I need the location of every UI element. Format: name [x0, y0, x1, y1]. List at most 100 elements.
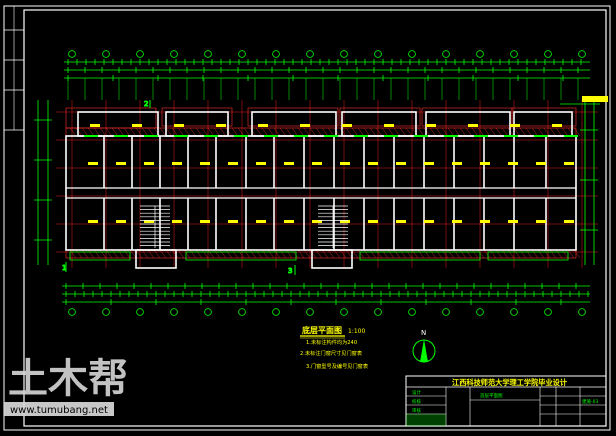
room-label-mark	[256, 220, 266, 223]
hatch-line	[387, 127, 395, 137]
balcony	[487, 251, 569, 261]
hatch-line	[495, 127, 503, 137]
hatch-line	[225, 127, 233, 137]
hatch-line	[525, 127, 533, 137]
hatch-line	[339, 127, 347, 137]
hatch-line	[333, 127, 341, 137]
axis-bubble	[238, 308, 246, 316]
axis-bubble	[476, 308, 484, 316]
hatch-line	[549, 127, 557, 137]
note-line-3: 3.门窗型号及编号见门窗表	[306, 362, 369, 370]
hatch-line	[105, 249, 113, 259]
axis-bubble	[544, 50, 552, 58]
room-label-mark	[480, 220, 490, 223]
hatch-line	[183, 127, 191, 137]
hatch-line	[87, 249, 95, 259]
exterior-wall	[65, 135, 577, 251]
hatch-line	[555, 249, 563, 259]
hatch-line	[231, 127, 239, 137]
room-label-mark	[312, 220, 322, 223]
room-label-mark	[300, 124, 310, 127]
room-label-mark	[340, 162, 350, 165]
hatch-line	[69, 127, 77, 137]
hatch-line	[447, 249, 455, 259]
axis-bubble	[476, 50, 484, 58]
room-label-mark	[200, 162, 210, 165]
room-label-mark	[174, 124, 184, 127]
room-label-mark	[536, 220, 546, 223]
hatch-line	[399, 127, 407, 137]
room-label-mark	[468, 124, 478, 127]
hatch-line	[249, 127, 257, 137]
hatch-line	[393, 249, 401, 259]
floor-plan	[56, 100, 598, 269]
hatch-line	[195, 127, 203, 137]
hatch-line	[513, 127, 521, 137]
hatch-line	[201, 127, 209, 137]
hatch-line	[261, 127, 269, 137]
hatch-line	[477, 127, 485, 137]
axis-bubble	[68, 50, 76, 58]
hatch-line	[429, 127, 437, 137]
room-label-mark	[510, 124, 520, 127]
axis-bubbles	[68, 50, 586, 316]
title-block: 江西科技师范大学理工学院毕业设计 设计 校核 审核 首层平面图 建施-03	[405, 375, 607, 427]
hatch-line	[537, 249, 545, 259]
hatch-line	[177, 127, 185, 137]
axis-bubble	[306, 308, 314, 316]
hatch-line	[219, 249, 227, 259]
hatch-line	[519, 249, 527, 259]
room-label-mark	[480, 162, 490, 165]
room-label-mark	[228, 162, 238, 165]
room-label-mark	[396, 220, 406, 223]
hatch-line	[489, 127, 497, 137]
hatch-line	[309, 127, 317, 137]
axis-bubble	[204, 308, 212, 316]
hatch-line	[225, 249, 233, 259]
axis-bubble	[272, 308, 280, 316]
hatch-line	[99, 127, 107, 137]
note-line-1: 1.未标注构件均为240	[306, 338, 357, 346]
section-mark-3: 3	[288, 267, 292, 275]
balcony	[69, 251, 131, 261]
hatch-line	[333, 249, 341, 259]
hatch-line	[381, 249, 389, 259]
drawing-frame	[3, 5, 611, 431]
bay-wall	[341, 111, 417, 137]
hatch-line	[363, 249, 371, 259]
hatch-line	[123, 127, 131, 137]
hatch-line	[129, 127, 137, 137]
axis-bubble	[68, 308, 76, 316]
hatch-line	[279, 249, 287, 259]
axis-bubble	[374, 308, 382, 316]
hatch-band	[65, 107, 157, 129]
hatch-line	[453, 249, 461, 259]
hatch-line	[375, 249, 383, 259]
hatch-band	[247, 107, 339, 127]
hatch-line	[105, 127, 113, 137]
room-label-mark	[228, 220, 238, 223]
room-label-mark	[426, 124, 436, 127]
room-label-mark	[312, 162, 322, 165]
hatch-line	[165, 127, 173, 137]
hatch-line	[87, 127, 95, 137]
hatch-line	[291, 249, 299, 259]
hatch-line	[303, 127, 311, 137]
hatch-line	[561, 249, 569, 259]
title-row-label-1: 设计	[412, 389, 421, 396]
hatch-line	[423, 249, 431, 259]
axis-bubble	[442, 50, 450, 58]
hatch-line	[375, 127, 383, 137]
hatch-line	[207, 127, 215, 137]
room-label-mark	[452, 220, 462, 223]
hatch-line	[387, 249, 395, 259]
hatch-line	[447, 127, 455, 137]
hatch-line	[195, 249, 203, 259]
dimension-lines-top	[64, 59, 590, 100]
hatch-line	[75, 249, 83, 259]
hatch-line	[543, 249, 551, 259]
hatch-line	[291, 127, 299, 137]
stairs	[140, 205, 348, 248]
hatch-line	[135, 127, 143, 137]
plan-scale: 1:100	[348, 328, 365, 335]
